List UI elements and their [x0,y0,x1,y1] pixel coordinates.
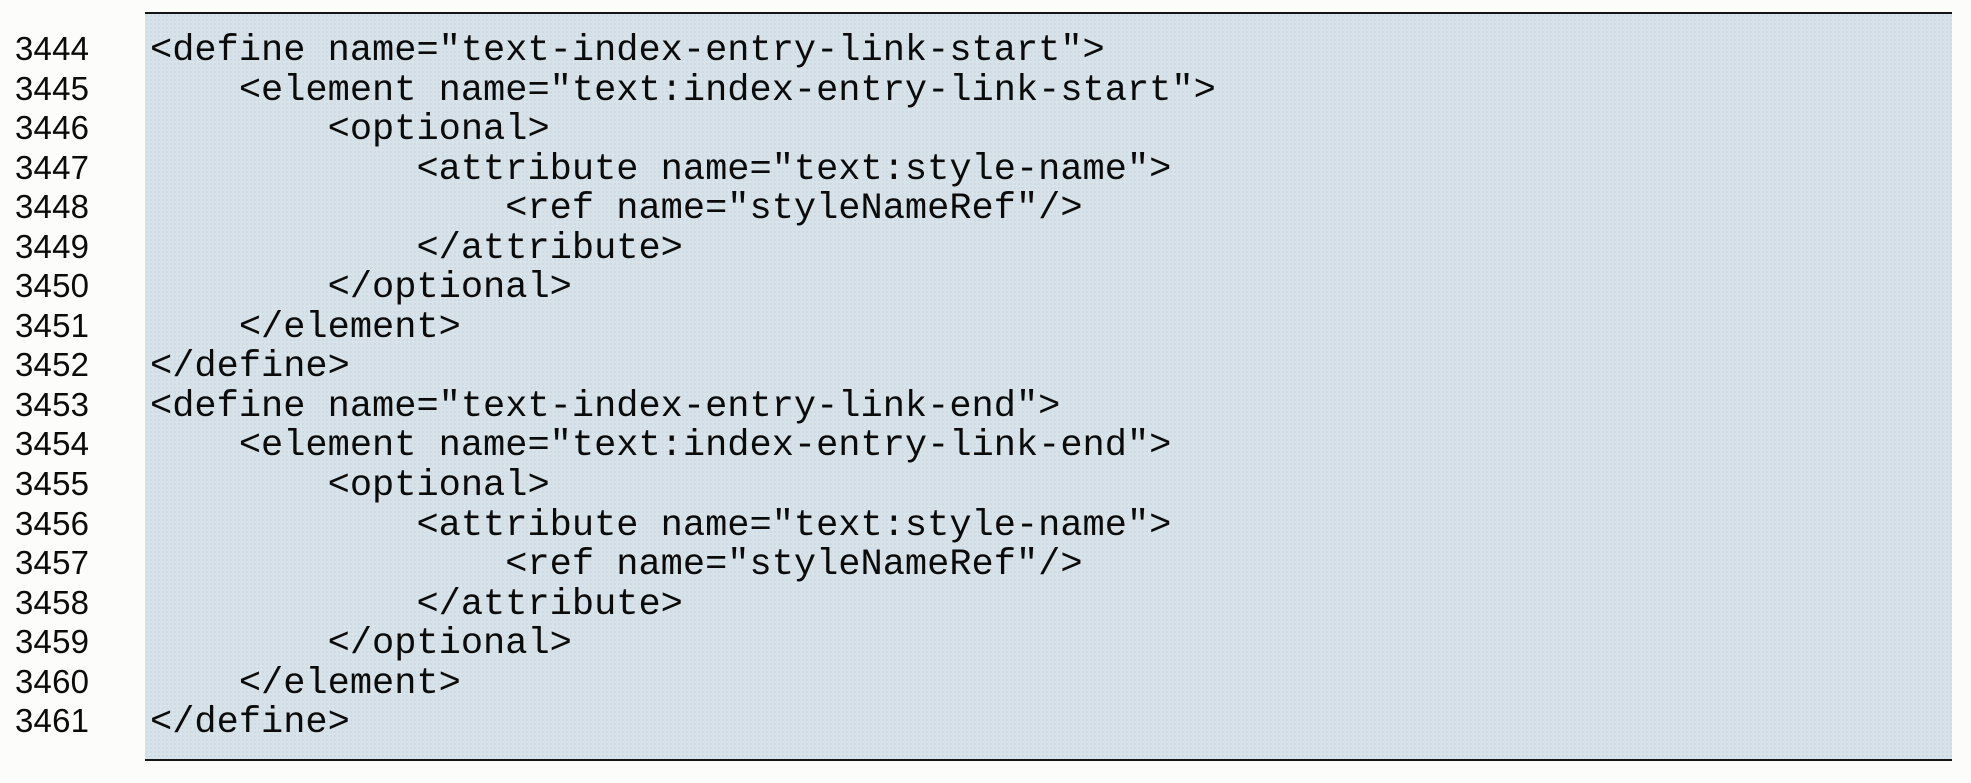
code-line: 3453 <define name="text-index-entry-link-… [0,385,1971,428]
code-text: <attribute name="text:style-name"> [150,504,1172,547]
code-text: </optional> [150,623,572,666]
line-number: 3447 [15,148,90,186]
line-number: 3460 [15,662,90,700]
code-line: 3451 </element> [0,306,1971,349]
code-text: <element name="text:index-entry-link-end… [150,425,1172,468]
line-number: 3451 [15,306,90,344]
code-text: <define name="text-index-entry-link-star… [150,30,1105,72]
code-line: 3461 </define> [0,701,1971,745]
code-text: </element> [150,306,461,349]
line-number: 3454 [15,425,90,463]
code-text: </attribute> [150,583,683,626]
code-listing: 3444 <define name="text-index-entry-link-… [0,29,1971,745]
code-text: <optional> [150,465,550,508]
code-text: </attribute> [150,227,683,270]
line-number: 3455 [15,465,90,503]
line-number: 3445 [15,69,90,107]
line-number: 3444 [15,30,90,67]
line-number: 3453 [15,385,90,423]
line-number: 3448 [15,188,90,226]
code-line: 3450 </optional> [0,266,1971,310]
code-line: 3449 </attribute> [0,227,1971,270]
code-line: 3458 </attribute> [0,583,1971,626]
code-panel-background [145,12,1952,761]
code-line: 3444 <define name="text-index-entry-link-… [0,29,1971,72]
code-text: <element name="text:index-entry-link-sta… [150,69,1216,112]
code-text: <attribute name="text:style-name"> [150,148,1172,191]
line-number: 3452 [15,346,90,384]
code-line: 3445 <element name="text:index-entry-lin… [0,69,1971,112]
line-number: 3456 [15,504,90,542]
code-text: <define name="text-index-entry-link-end"… [150,385,1061,428]
code-text: <ref name="styleNameRef"/> [150,188,1083,231]
line-number: 3458 [15,583,90,621]
line-number: 3446 [15,109,90,147]
code-line: 3456 <attribute name="text:style-name"> [0,504,1971,547]
code-line: 3452 </define> [0,345,1971,389]
line-number: 3457 [15,544,90,582]
code-line: 3457 <ref name="styleNameRef"/> [0,543,1971,587]
code-text: <optional> [150,109,550,152]
line-number: 3461 [15,702,90,740]
code-text: </optional> [150,267,572,310]
code-text: </define> [150,346,350,389]
code-text: <ref name="styleNameRef"/> [150,544,1083,587]
code-text: </define> [150,702,350,745]
code-line: 3446 <optional> [0,108,1971,152]
line-number: 3450 [15,267,90,305]
code-line: 3448 <ref name="styleNameRef"/> [0,187,1971,231]
code-text: </element> [150,662,461,705]
line-number: 3449 [15,227,90,265]
code-line: 3447 <attribute name="text:style-name"> [0,148,1971,191]
code-line: 3460 </element> [0,662,1971,705]
code-line: 3454 <element name="text:index-entry-lin… [0,424,1971,468]
code-line: 3455 <optional> [0,464,1971,508]
code-line: 3459 </optional> [0,622,1971,666]
line-number: 3459 [15,623,90,661]
